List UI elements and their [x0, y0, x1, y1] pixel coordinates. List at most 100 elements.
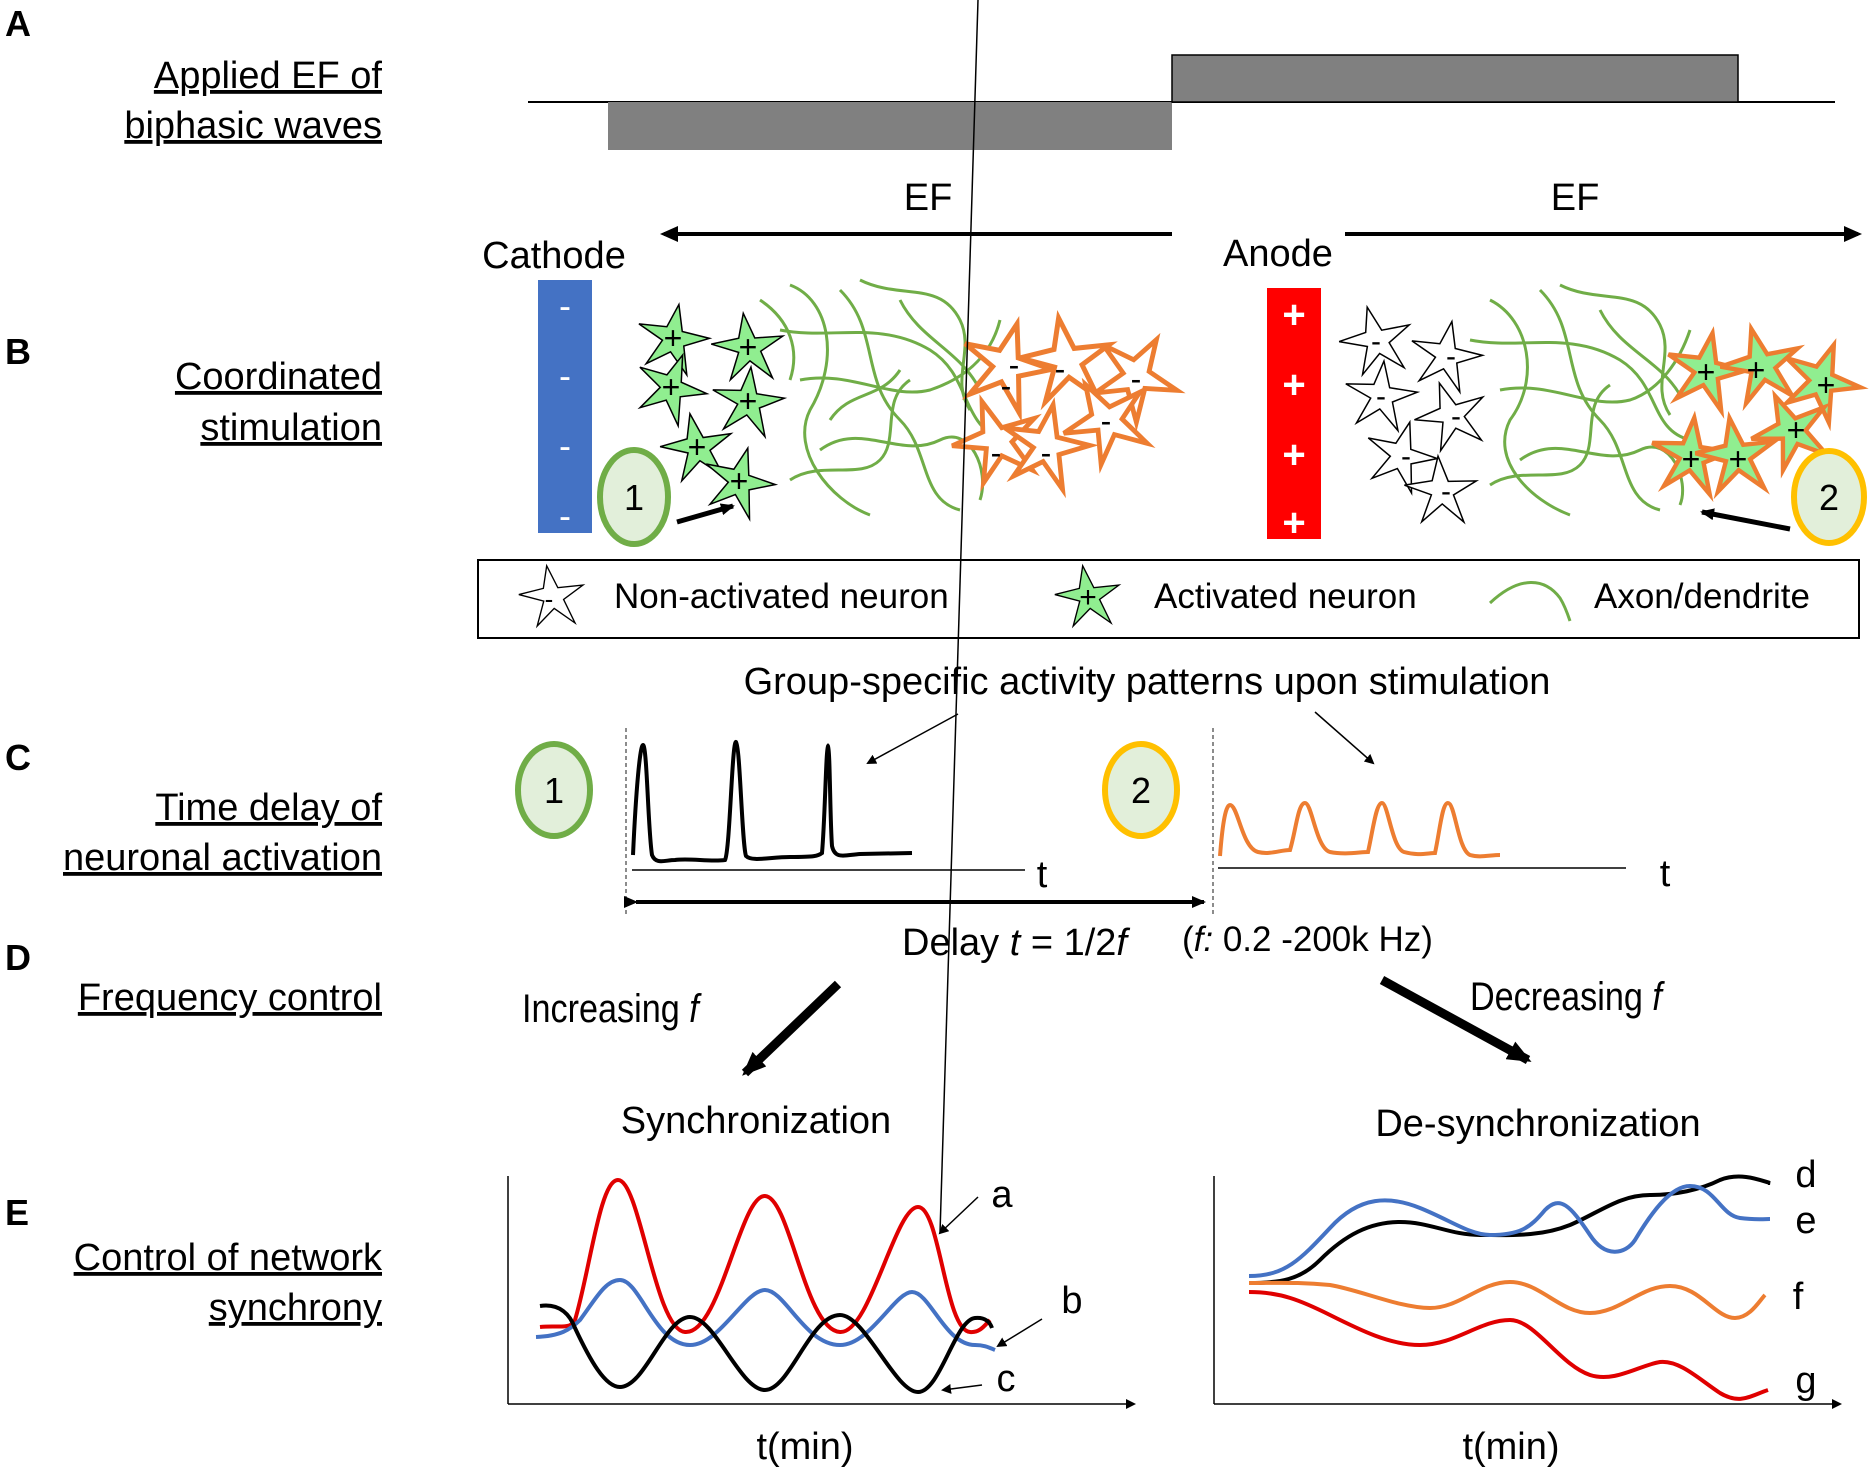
anode-sign: + [1282, 433, 1305, 477]
cathode-sign: - [559, 495, 571, 536]
activated-neurons-group-2: + + + + + + [1648, 319, 1871, 499]
positive-phase-block [1171, 54, 1739, 103]
panel-c-label-line2: neuronal activation [63, 837, 382, 879]
range-f-symbol: f: [1194, 920, 1213, 959]
range-open-paren: ( [1182, 920, 1194, 959]
desynchronization-label: De-synchronization [1375, 1103, 1700, 1145]
desync-x-label: t(min) [1462, 1426, 1559, 1468]
panel-e-label-line1: Control of network [74, 1237, 383, 1279]
axon-network-right [1469, 283, 1692, 517]
biphasic-waveform [528, 54, 1835, 150]
increasing-f-symbol: f [689, 985, 702, 1030]
synchronization-label: Synchronization [621, 1100, 891, 1142]
cathode-label: Cathode [482, 235, 626, 277]
minus-sign: - [1131, 361, 1142, 397]
anode-sign: + [1282, 293, 1305, 337]
legend-non-activated-label: Non-activated neuron [614, 577, 949, 616]
trace-1-spikes [631, 739, 913, 864]
pointer-b [996, 1318, 1043, 1348]
sync-curve-c [539, 1303, 994, 1395]
group-2-badge-c: 2 [1102, 741, 1180, 839]
group-1-pointer-arrow [676, 503, 735, 525]
panel-e-label-line2: synchrony [209, 1287, 382, 1329]
group-2-badge: 2 [1791, 448, 1867, 546]
legend: - Non-activated neuron + Activated neuro… [477, 559, 1860, 639]
frequency-range: (f: 0.2 -200k Hz) [1182, 920, 1433, 959]
cathode-sign: - [559, 285, 571, 326]
minus-sign: - [545, 584, 554, 614]
ef-label-right: EF [1551, 177, 1600, 219]
negative-phase-block [608, 102, 1172, 150]
ef-label-left: EF [904, 177, 953, 219]
plus-sign: + [688, 429, 707, 465]
group-2-number: 2 [1131, 770, 1151, 811]
plus-sign: + [1079, 581, 1097, 614]
panel-a-label-line1: Applied EF of [154, 55, 383, 97]
curve-label-f: f [1793, 1276, 1804, 1318]
minus-sign: - [1376, 380, 1386, 413]
panel-b-label-line2: stimulation [200, 407, 382, 449]
decreasing-f-label: Decreasing f [1470, 973, 1665, 1018]
panel-letter-b: B [5, 331, 31, 372]
anode-electrode: + + + + [1267, 288, 1321, 545]
decreasing-f-symbol: f [1652, 973, 1665, 1018]
plus-sign: + [1817, 367, 1836, 403]
trace-2-spikes [1218, 800, 1501, 859]
group-1-number: 1 [544, 770, 564, 811]
panel-a-label-line2: biphasic waves [124, 105, 382, 147]
sync-curve-b [535, 1277, 996, 1352]
delay-prefix: Delay [902, 922, 1010, 964]
plus-sign: + [1787, 412, 1806, 448]
panel-letter-d: D [5, 937, 31, 978]
panel-letter-e: E [5, 1192, 29, 1233]
minus-sign: - [1041, 435, 1052, 471]
group-2-number: 2 [1819, 477, 1839, 518]
pointer-a [938, 1196, 979, 1235]
curve-label-g: g [1795, 1360, 1816, 1402]
plus-sign: + [730, 463, 749, 499]
group-1-badge: 1 [597, 447, 671, 547]
curve-label-c: c [997, 1358, 1016, 1400]
minus-sign: - [1371, 325, 1381, 358]
minus-sign: - [1001, 368, 1012, 404]
desync-plot: t(min) d e f g [1213, 1154, 1842, 1468]
group-1-number: 1 [624, 477, 644, 518]
increasing-prefix: Increasing [522, 985, 689, 1030]
legend-axon-label: Axon/dendrite [1594, 577, 1810, 616]
panel-d-label: Frequency control [78, 977, 382, 1019]
cathode-electrode: - - - - [538, 280, 592, 536]
pointer-c [941, 1384, 983, 1394]
group-1-badge-c: 1 [515, 741, 593, 839]
plus-sign: + [662, 369, 681, 405]
plus-sign: + [739, 383, 758, 419]
curve-label-b: b [1061, 1280, 1082, 1322]
minus-sign: - [1055, 351, 1066, 387]
desync-curve-f [1248, 1279, 1767, 1321]
panel-letter-a: A [5, 3, 31, 44]
decreasing-arrow [1379, 976, 1532, 1064]
curve-label-d: d [1795, 1154, 1816, 1196]
increasing-f-label: Increasing f [522, 985, 702, 1030]
plus-sign: + [1697, 354, 1716, 390]
sync-curve-a [539, 1177, 992, 1335]
legend-activated-label: Activated neuron [1154, 577, 1417, 616]
activated-neurons-group-1: + + + + + + [624, 297, 790, 524]
desync-curve-d [1248, 1174, 1771, 1285]
minus-sign: - [1451, 400, 1461, 433]
delay-equals: = 1/2 [1020, 922, 1116, 964]
minus-sign: - [1441, 475, 1451, 508]
desync-curve-e [1248, 1183, 1771, 1278]
group-2-pointer-arrow [1700, 508, 1791, 532]
curve-label-a: a [991, 1174, 1013, 1216]
range-value: 0.2 -200k Hz) [1213, 920, 1433, 959]
orange-neurons-left: - - - - - - - [941, 310, 1193, 493]
activity-title: Group-specific activity patterns upon st… [744, 661, 1551, 703]
trace-1-t-label: t [1037, 854, 1048, 896]
minus-sign: - [1101, 403, 1112, 439]
panel-b-label-line1: Coordinated [175, 356, 382, 398]
desync-curve-g [1248, 1290, 1769, 1401]
panel-letter-c: C [5, 737, 31, 778]
sync-x-label: t(min) [756, 1426, 853, 1468]
activity-pointer-right [1314, 711, 1375, 765]
